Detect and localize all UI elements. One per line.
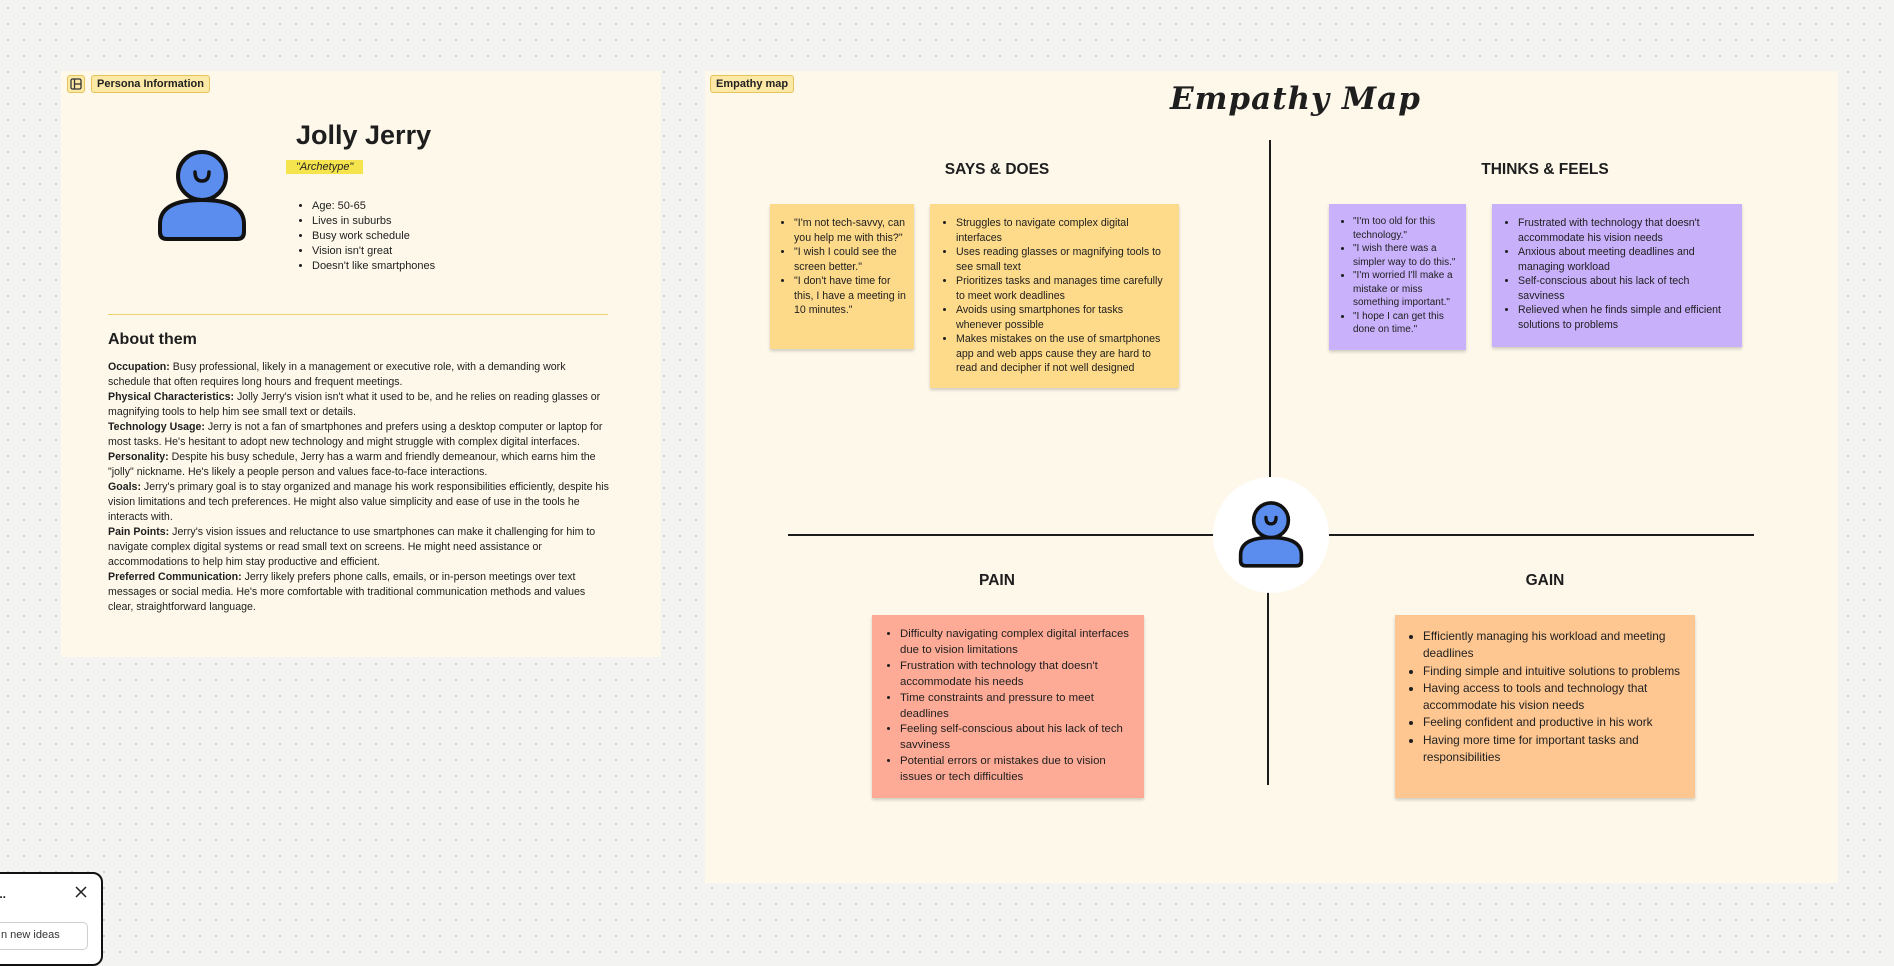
pain-item: Difficulty navigating complex digital in… xyxy=(900,627,1134,659)
gain-item: Finding simple and intuitive solutions t… xyxy=(1423,663,1685,680)
about-text: Jolly Jerry's vision isn't what it used … xyxy=(108,391,601,418)
close-icon[interactable] xyxy=(74,885,88,899)
about-text: Jerry's vision issues and reluctance to … xyxy=(108,526,596,568)
about-paragraph: Physical Characteristics: Jolly Jerry's … xyxy=(108,390,610,420)
persona-name: Jolly Jerry xyxy=(296,120,432,150)
pain-sticky-note[interactable]: Difficulty navigating complex digital in… xyxy=(872,615,1144,798)
trait-item: Busy work schedule xyxy=(312,229,435,244)
frame-toggle-icon[interactable] xyxy=(67,75,85,93)
feels-item: Self-conscious about his lack of tech sa… xyxy=(1518,274,1734,303)
popup-title: ... xyxy=(0,887,7,901)
pain-item: Potential errors or mistakes due to visi… xyxy=(900,754,1134,786)
about-label: Preferred Communication: xyxy=(108,571,242,583)
says-does-title: SAYS & DOES xyxy=(944,161,1050,178)
thinks-sticky-note[interactable]: "I'm too old for this technology." "I wi… xyxy=(1329,204,1466,350)
archetype-tag: "Archetype" xyxy=(286,160,364,174)
about-text: Jerry's primary goal is to stay organize… xyxy=(108,481,609,523)
ideas-input-text: n new ideas xyxy=(1,929,60,941)
horizontal-divider-right xyxy=(1328,534,1754,536)
about-label: Occupation: xyxy=(108,361,170,373)
gain-item: Feeling confident and productive in his … xyxy=(1423,714,1685,731)
trait-item: Doesn't like smartphones xyxy=(312,259,435,274)
says-sticky-note[interactable]: "I'm not tech-savvy, can you help me wit… xyxy=(770,204,914,349)
persona-frame-label[interactable]: Persona Information xyxy=(91,75,210,93)
gain-item: Having more time for important tasks and… xyxy=(1423,732,1685,767)
thinks-item: "I'm too old for this technology." xyxy=(1353,215,1460,242)
about-paragraph: Goals: Jerry's primary goal is to stay o… xyxy=(108,480,610,525)
about-text: Busy professional, likely in a managemen… xyxy=(108,361,566,388)
pain-title: PAIN xyxy=(979,572,1015,589)
pain-item: Time constraints and pressure to meet de… xyxy=(900,691,1134,723)
feels-item: Anxious about meeting deadlines and mana… xyxy=(1518,245,1734,274)
says-item: "I'm not tech-savvy, can you help me wit… xyxy=(794,216,906,245)
gain-sticky-note[interactable]: Efficiently managing his workload and me… xyxy=(1395,615,1695,798)
does-item: Avoids using smartphones for tasks whene… xyxy=(956,303,1171,332)
does-item: Makes mistakes on the use of smartphones… xyxy=(956,332,1171,376)
about-title: About them xyxy=(108,331,197,348)
gain-item: Having access to tools and technology th… xyxy=(1423,680,1685,715)
about-label: Goals: xyxy=(108,481,141,493)
trait-item: Lives in suburbs xyxy=(312,214,435,229)
about-paragraph: Pain Points: Jerry's vision issues and r… xyxy=(108,525,610,570)
thinks-item: "I wish there was a simpler way to do th… xyxy=(1353,242,1460,269)
persona-avatar-icon xyxy=(156,148,248,242)
about-section: Occupation: Busy professional, likely in… xyxy=(108,360,610,615)
thinks-item: "I'm worried I'll make a mistake or miss… xyxy=(1353,269,1460,310)
about-label: Personality: xyxy=(108,451,169,463)
says-item: "I don't have time for this, I have a me… xyxy=(794,274,906,318)
horizontal-divider-left xyxy=(788,534,1214,536)
vertical-divider-top xyxy=(1269,140,1271,478)
thinks-item: "I hope I can get this done on time." xyxy=(1353,310,1460,337)
does-item: Uses reading glasses or magnifying tools… xyxy=(956,245,1171,274)
does-item: Struggles to navigate complex digital in… xyxy=(956,216,1171,245)
ideas-popup-panel[interactable]: ... n new ideas xyxy=(0,872,103,966)
about-text: Jerry likely prefers phone calls, emails… xyxy=(108,571,586,613)
about-label: Technology Usage: xyxy=(108,421,205,433)
about-label: Physical Characteristics: xyxy=(108,391,235,403)
gain-item: Efficiently managing his workload and me… xyxy=(1423,628,1685,663)
vertical-divider-bottom xyxy=(1267,592,1269,785)
about-paragraph: Technology Usage: Jerry is not a fan of … xyxy=(108,420,610,450)
about-paragraph: Personality: Despite his busy schedule, … xyxy=(108,450,610,480)
ideas-input[interactable]: n new ideas xyxy=(0,922,88,950)
empathy-map-title: Empathy Map xyxy=(1170,81,1421,117)
does-item: Prioritizes tasks and manages time caref… xyxy=(956,274,1171,303)
about-text: Despite his busy schedule, Jerry has a w… xyxy=(108,451,596,478)
gain-title: GAIN xyxy=(1525,572,1565,589)
thinks-feels-title: THINKS & FEELS xyxy=(1481,161,1609,178)
trait-item: Vision isn't great xyxy=(312,244,435,259)
center-avatar-icon xyxy=(1237,500,1305,568)
about-paragraph: Occupation: Busy professional, likely in… xyxy=(108,360,610,390)
does-sticky-note[interactable]: Struggles to navigate complex digital in… xyxy=(930,204,1179,388)
trait-item: Age: 50-65 xyxy=(312,199,435,214)
about-paragraph: Preferred Communication: Jerry likely pr… xyxy=(108,570,610,615)
persona-traits: Age: 50-65 Lives in suburbs Busy work sc… xyxy=(296,199,435,274)
says-item: "I wish I could see the screen better." xyxy=(794,245,906,274)
feels-item: Frustrated with technology that doesn't … xyxy=(1518,216,1734,245)
about-text: Jerry is not a fan of smartphones and pr… xyxy=(108,421,603,448)
persona-divider xyxy=(108,314,608,315)
feels-item: Relieved when he finds simple and effici… xyxy=(1518,303,1734,332)
pain-item: Frustration with technology that doesn't… xyxy=(900,659,1134,691)
feels-sticky-note[interactable]: Frustrated with technology that doesn't … xyxy=(1492,204,1742,347)
pain-item: Feeling self-conscious about his lack of… xyxy=(900,722,1134,754)
about-label: Pain Points: xyxy=(108,526,170,538)
empathy-frame-label[interactable]: Empathy map xyxy=(710,75,795,93)
